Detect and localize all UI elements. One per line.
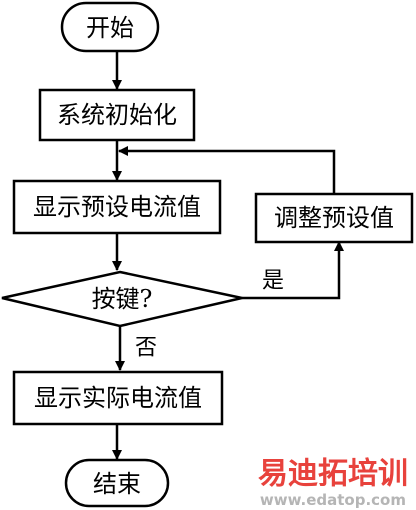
init-node-label: 系统初始化 — [57, 101, 177, 129]
show-actual-node: 显示实际电流值 — [12, 370, 224, 426]
key-decision-node-label: 按键? — [92, 285, 153, 313]
edge-decision-yes-adjust — [242, 241, 344, 300]
end-node: 结束 — [64, 458, 170, 508]
key-decision-node: 按键? — [1, 270, 243, 328]
adjust-preset-node: 调整预设值 — [254, 192, 414, 244]
watermark: 易迪拓培训 www.edatop.com — [258, 457, 408, 510]
edge-adjust-loop-back — [118, 146, 336, 194]
end-node-label: 结束 — [93, 470, 141, 498]
start-node-label: 开始 — [86, 14, 134, 42]
show-preset-node-label: 显示预设电流值 — [33, 193, 201, 221]
start-node: 开始 — [60, 1, 160, 53]
adjust-preset-node-label: 调整预设值 — [274, 204, 394, 232]
show-preset-node: 显示预设电流值 — [12, 179, 222, 235]
watermark-url: www.edatop.com — [260, 491, 406, 509]
edge-label-yes: 是 — [262, 269, 284, 294]
show-actual-node-label: 显示实际电流值 — [34, 384, 202, 412]
init-node: 系统初始化 — [38, 88, 196, 142]
edge-label-no: 否 — [135, 336, 157, 361]
watermark-brand: 易迪拓培训 — [258, 457, 408, 492]
